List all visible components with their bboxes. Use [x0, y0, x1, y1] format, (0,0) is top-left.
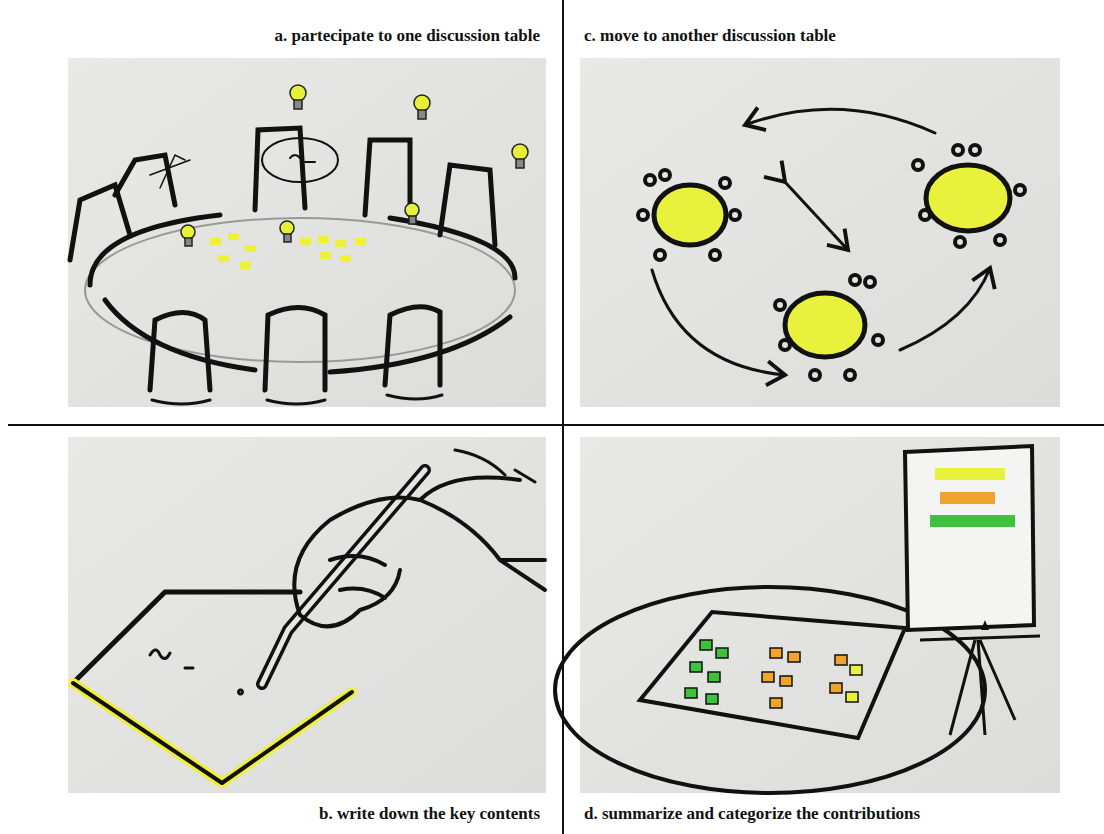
panel-caption: b. write down the key contents	[319, 804, 540, 824]
photo-ground	[68, 58, 546, 407]
divider	[562, 0, 564, 834]
photo-ground	[580, 437, 1060, 793]
tables-sketch	[638, 109, 1025, 380]
photo-ground	[68, 437, 546, 793]
photo-ground	[580, 58, 1060, 407]
panel-caption: a. partecipate to one discussion table	[275, 26, 540, 46]
divider	[8, 424, 1104, 426]
table-sketch	[70, 128, 515, 404]
writing-sketch	[73, 450, 545, 783]
panel-caption: c. move to another discussion table	[584, 26, 836, 46]
summary-sketch	[555, 446, 1040, 793]
light-bulbs	[181, 85, 528, 246]
panel-caption: d. summarize and categorize the contribu…	[584, 804, 920, 824]
sticky-notes	[210, 233, 366, 269]
